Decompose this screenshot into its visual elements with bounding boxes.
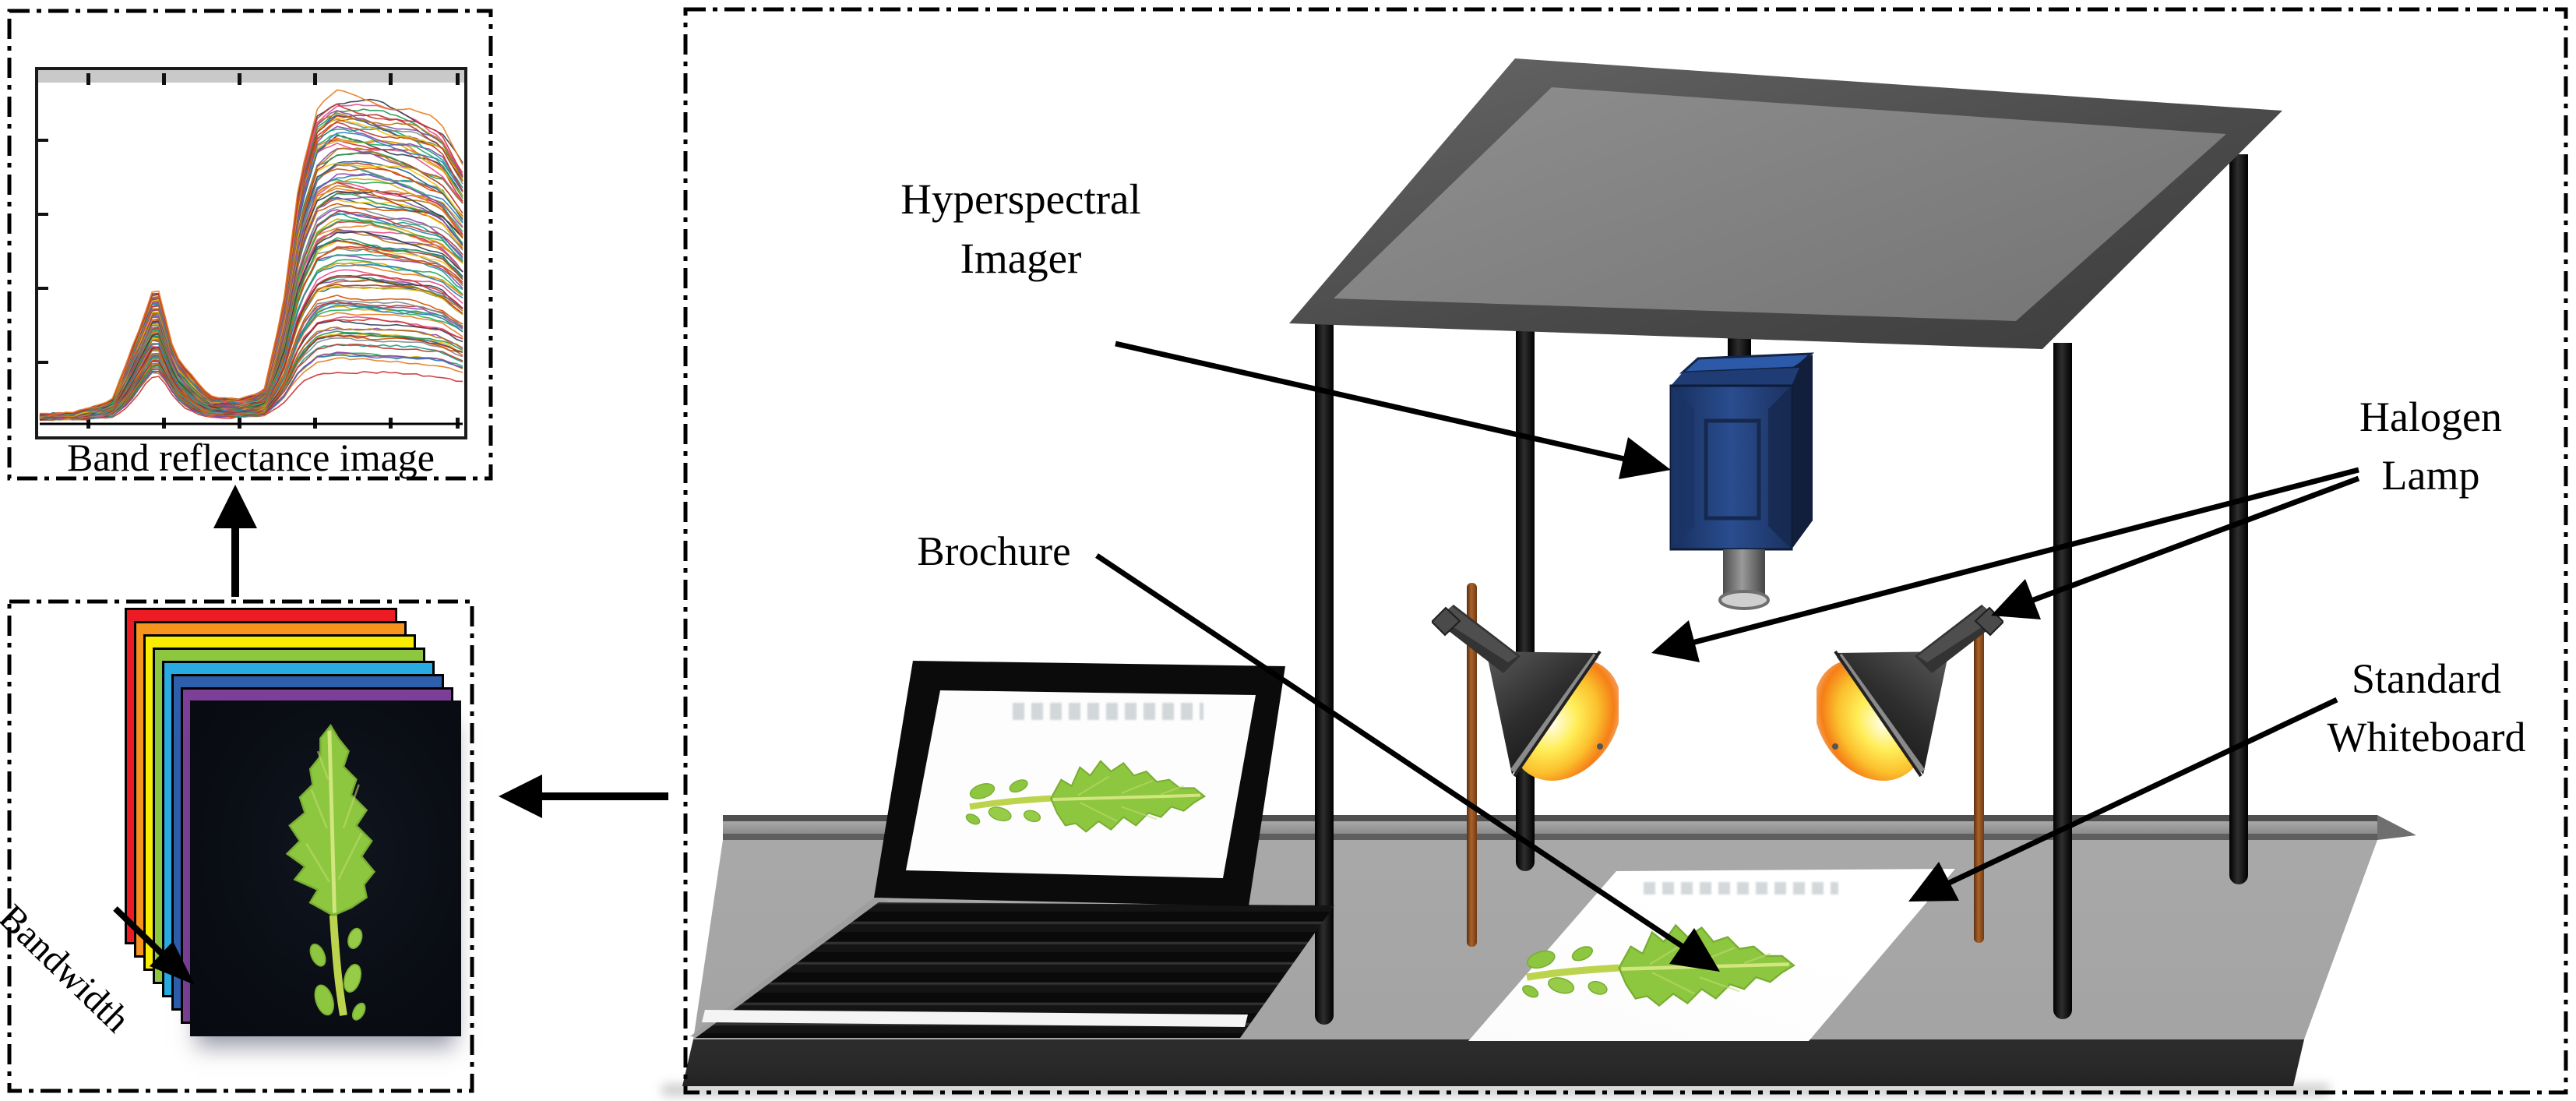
halogen-lamp-right: [1817, 594, 2003, 796]
bandwidth-label: Bandwidth: [0, 896, 138, 1041]
label-whiteboard-line2: Whiteboard: [2327, 713, 2526, 760]
label-brochure: Brochure: [917, 529, 1071, 574]
table-shadow: [662, 1085, 2329, 1096]
laptop-screen-faint-text: [1013, 703, 1203, 720]
label-standard-whiteboard: Standard Whiteboard: [2282, 650, 2571, 766]
reflectance-plot-frame: [35, 67, 467, 439]
up-arrow-head: [213, 485, 257, 528]
whiteboard-faint-speckles: [1644, 882, 1838, 895]
halogen-lamp-left: [1432, 594, 1619, 796]
label-halogen-line2: Lamp: [2381, 451, 2480, 499]
brochure-leaf-image: [1510, 895, 1813, 1036]
camera-side-face: [1792, 355, 1813, 549]
label-halogen-lamp: Halogen Lamp: [2304, 388, 2557, 504]
plot-top-band: [38, 70, 464, 83]
frame-leg-back-right: [2229, 154, 2248, 884]
leader-hyperspectral: [1115, 341, 1629, 463]
frame-leg-front-right: [2053, 343, 2072, 1019]
label-hyperspectral-line2: Imager: [960, 234, 1082, 282]
label-whiteboard-line1: Standard: [2352, 655, 2501, 702]
label-halogen-line1: Halogen: [2359, 393, 2502, 440]
band-leaf-vertical: [220, 715, 442, 1023]
reflectance-spectra-chart: [38, 70, 464, 429]
arrowhead-halogen-left: [1651, 620, 1700, 662]
left-arrow-head: [499, 775, 542, 818]
hyperspectral-camera: [1669, 352, 1815, 610]
label-hyperspectral-line1: Hyperspectral: [900, 175, 1141, 223]
label-hyperspectral-imager: Hyperspectral Imager: [848, 170, 1194, 288]
reflectance-curves: [39, 89, 463, 425]
plot-caption: Band reflectance image: [67, 436, 435, 479]
laptop-leaf-image: [960, 734, 1217, 859]
camera-lens-opening: [1718, 590, 1770, 610]
